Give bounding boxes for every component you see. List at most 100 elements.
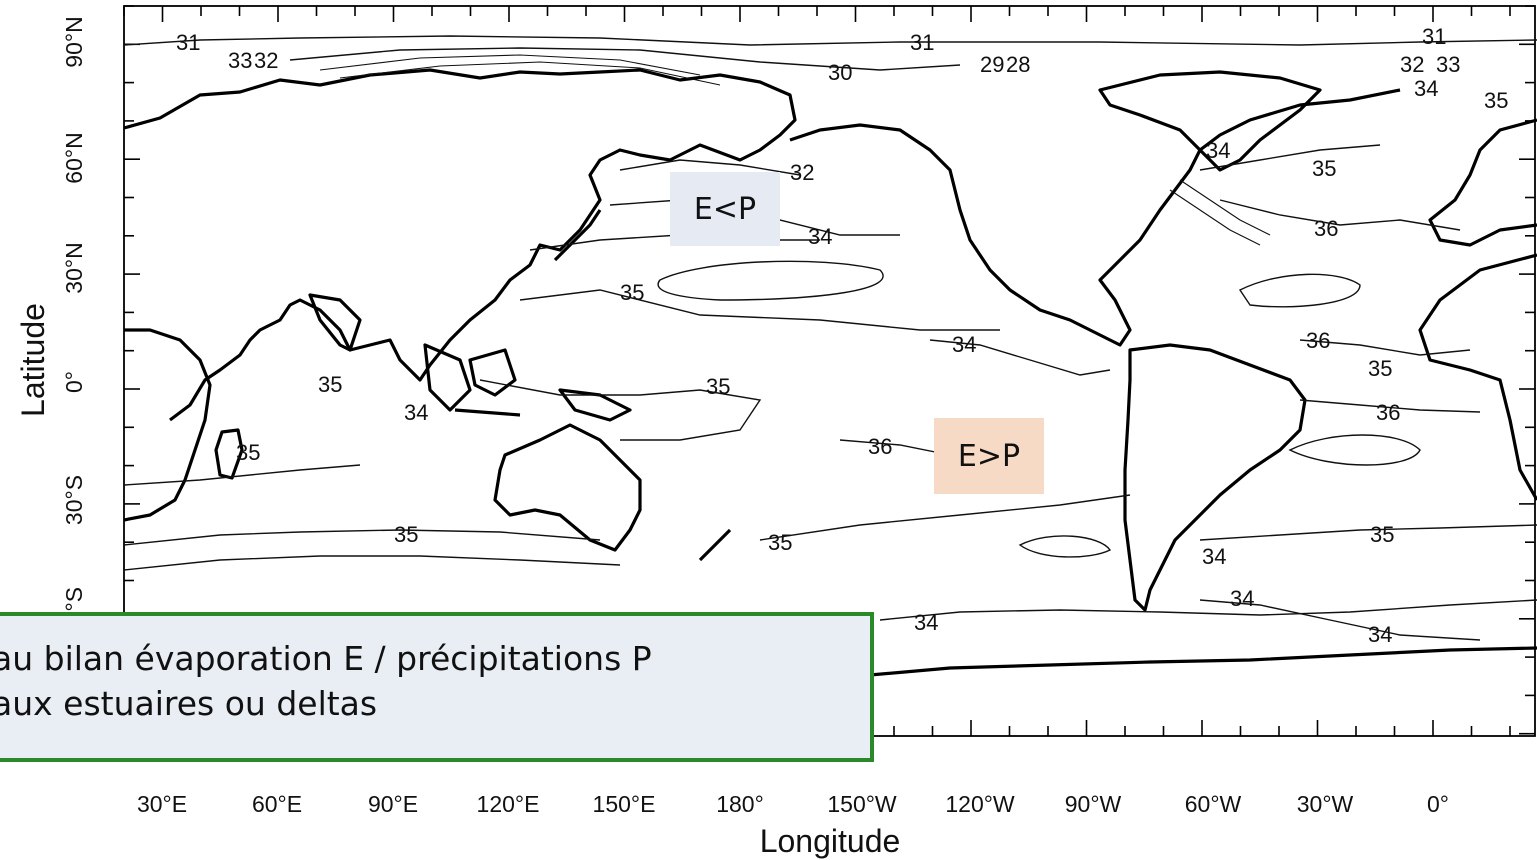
contour-label: 28: [1006, 52, 1030, 77]
caption-box: au bilan évaporation E / précipitations …: [0, 612, 874, 762]
contour-label: 34: [808, 224, 832, 249]
contour-label: 35: [236, 440, 260, 465]
y-tick-label: 30°S: [61, 475, 87, 525]
contour-line: [1299, 339, 1471, 356]
contour-label: 32: [790, 160, 814, 185]
coast-north-america: [789, 88, 1401, 347]
contour-label: 34: [1206, 138, 1230, 163]
coast-indonesia: [423, 343, 472, 412]
contour-label: 34: [914, 610, 938, 635]
contour-line: [1219, 199, 1461, 231]
contour-label: 32: [1400, 52, 1424, 77]
x-tick-label: 30°E: [137, 791, 187, 817]
coast-borneo: [468, 348, 517, 397]
contour-label: 35: [394, 522, 418, 547]
contour-label: 32: [254, 48, 278, 73]
coast-australia: [493, 423, 642, 552]
coast-africa: [123, 328, 212, 522]
x-tick-label: 90°E: [368, 791, 418, 817]
contour-line: [929, 339, 1111, 376]
contour-line: [619, 159, 801, 176]
contour-line: [519, 289, 1000, 331]
coast-antarctica: [869, 646, 1537, 677]
x-tick-label: 60°E: [252, 791, 302, 817]
contour-line: [1179, 179, 1271, 236]
contour-label: 35: [768, 530, 792, 555]
contour-line: [759, 494, 1131, 541]
coast-india: [308, 293, 362, 352]
contour-label: 36: [1306, 328, 1330, 353]
coast-japan: [553, 209, 602, 262]
contour-label: 34: [404, 400, 428, 425]
x-tick-label: 150°E: [593, 791, 656, 817]
contour-label: 34: [1202, 544, 1226, 569]
x-tick-label: 90°W: [1065, 791, 1122, 817]
coast-africa-west: [1418, 253, 1537, 501]
contour-line: [1299, 399, 1481, 413]
contour-label: 35: [318, 372, 342, 397]
contour-line: [1199, 524, 1537, 541]
x-tick-label: 120°E: [477, 791, 540, 817]
x-axis-title: Longitude: [760, 823, 901, 859]
coast-south-america: [1123, 343, 1307, 612]
contour-line: [879, 599, 1537, 621]
x-tick-labels: 30°E 60°E 90°E 120°E 150°E 180° 150°W 12…: [137, 791, 1449, 817]
contour-label: 36: [1314, 216, 1338, 241]
x-tick-label: 60°W: [1185, 791, 1242, 817]
contour-line: [1238, 273, 1361, 308]
tag-evaporation-lower: E<P: [670, 172, 780, 246]
contour-line: [319, 54, 701, 76]
y-axis-title: Latitude: [15, 303, 51, 417]
coast-new-zealand: [698, 528, 732, 562]
contour-line: [123, 35, 1537, 46]
coast-java: [454, 408, 521, 417]
contour-label: 35: [706, 374, 730, 399]
contour-line: [289, 47, 961, 71]
x-tick-label: 30°W: [1297, 791, 1354, 817]
y-tick-label: 60°N: [61, 132, 87, 183]
contour-line: [339, 61, 721, 86]
contour-label: 31: [176, 30, 200, 55]
contour-label: 30: [828, 60, 852, 85]
x-tick-label: 120°W: [945, 791, 1015, 817]
coast-greenland: [1098, 70, 1322, 172]
contour-label: 36: [868, 434, 892, 459]
contour-line: [123, 529, 601, 546]
coast-madagascar: [214, 428, 244, 480]
contour-label: 34: [1368, 622, 1392, 647]
caption-line-2: aux estuaires ou deltas: [0, 684, 378, 723]
contour-line: [1018, 535, 1112, 558]
y-tick-label: 30°N: [61, 242, 87, 293]
contour-label: 35: [620, 280, 644, 305]
contour-line: [1288, 434, 1421, 466]
coastlines: [123, 68, 1537, 677]
x-tick-label: 180°: [716, 791, 764, 817]
contour-line: [123, 464, 361, 486]
contour-line: [1199, 144, 1381, 171]
contour-label: 31: [910, 30, 934, 55]
contour-label: 34: [1414, 76, 1438, 101]
y-tick-labels: 90°N 60°N 30°N 0° 30°S 60°S: [61, 16, 87, 637]
contour-label: 33: [1436, 52, 1460, 77]
x-tick-label: 150°W: [827, 791, 897, 817]
contour-label: 35: [1370, 522, 1394, 547]
contour-line: [839, 439, 951, 456]
contour-label: 35: [1484, 88, 1508, 113]
contour-label: 34: [952, 332, 976, 357]
contour-line: [1169, 189, 1261, 246]
contour-label: 31: [1422, 24, 1446, 49]
contour-line: [479, 379, 762, 441]
contour-labels: 31 33 32 30 31 29 28 31 32 33 34 35 32 3…: [176, 24, 1508, 647]
contour-label: 35: [1312, 156, 1336, 181]
contour-label: 35: [1368, 356, 1392, 381]
contour-label: 33: [228, 48, 252, 73]
contour-label: 29: [980, 52, 1004, 77]
coast-eurasia: [123, 68, 797, 422]
contour-label: 36: [1376, 400, 1400, 425]
y-tick-label: 0°: [61, 371, 87, 393]
tag-evaporation-higher: E>P: [934, 418, 1044, 494]
coast-new-guinea: [558, 388, 632, 422]
contour-line: [657, 260, 884, 301]
contour-line: [1199, 599, 1481, 641]
coast-europe: [1428, 118, 1537, 247]
